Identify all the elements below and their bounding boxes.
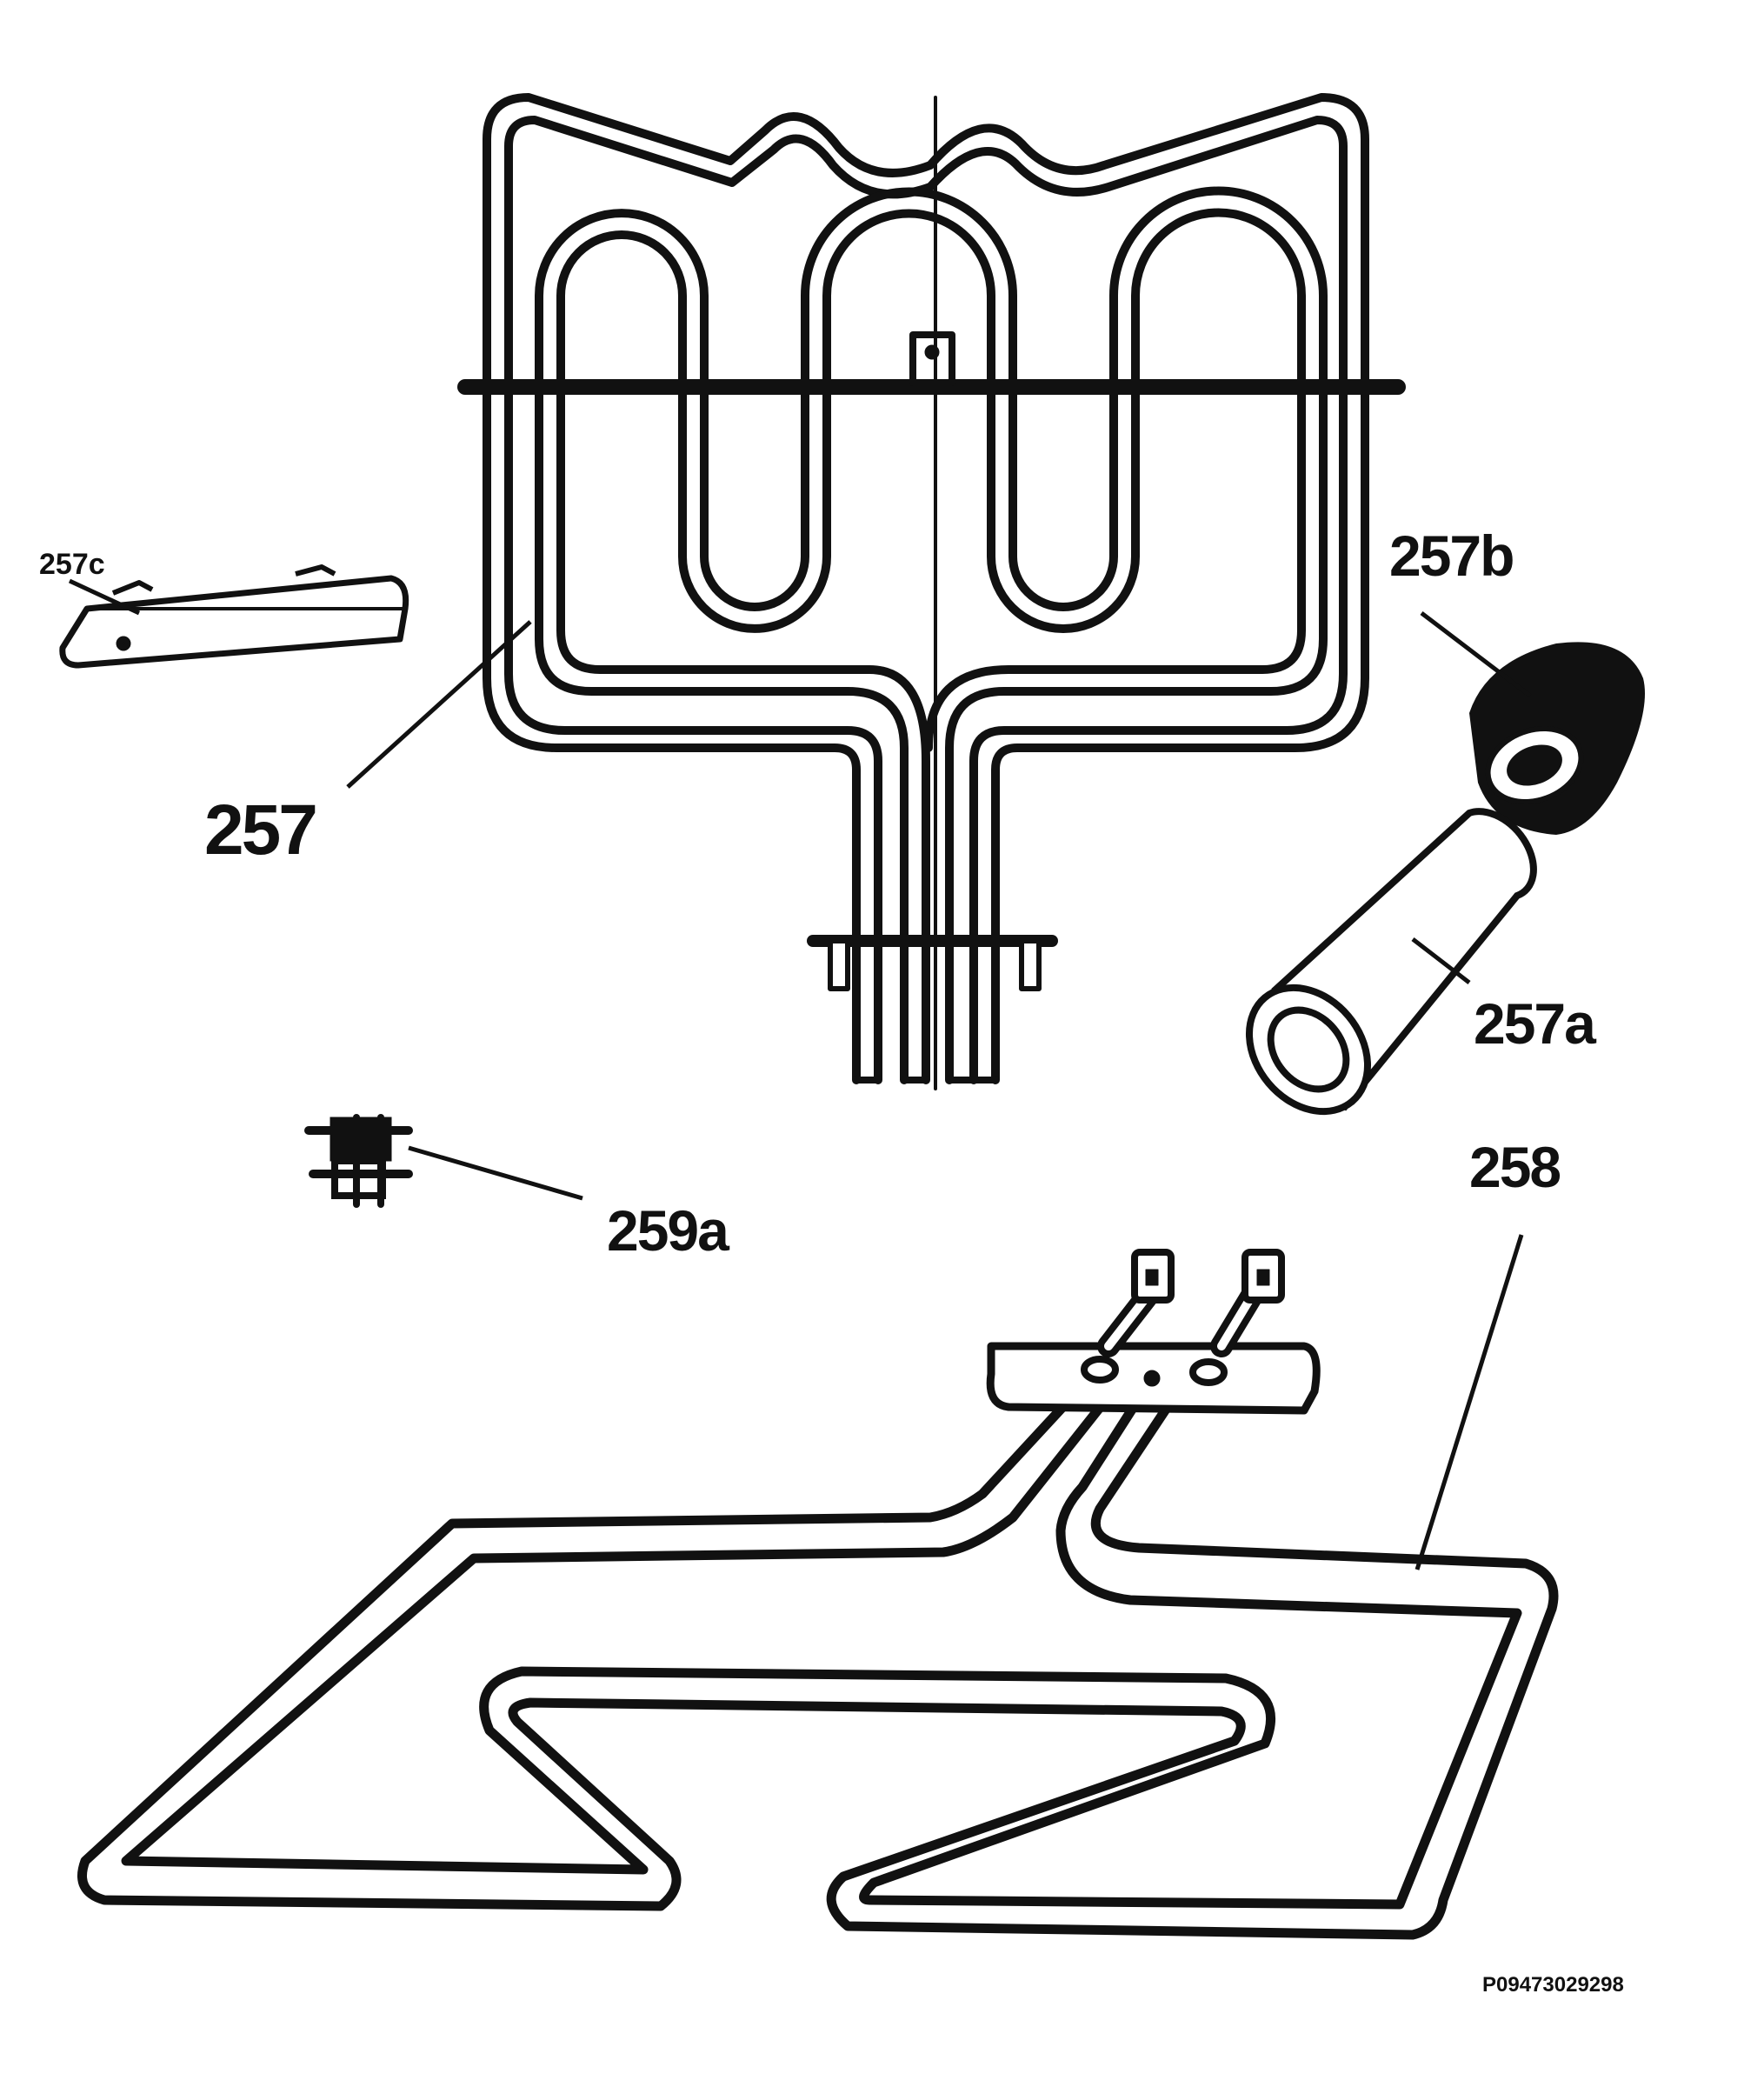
leader-259a [408,1145,583,1201]
bracket-left-tab [828,938,850,991]
leader-257b [1420,611,1532,697]
strip-hole [116,636,131,651]
label-258: 258 [1469,1135,1560,1199]
label-257: 257 [204,790,316,870]
bracket-right-tab [1019,938,1042,991]
trim-strip-257c [59,564,409,669]
outer-loop-outer-line [483,93,1369,1084]
outer-loop-inner-line [504,116,1348,1084]
grill-heating-element-257 [457,93,1406,1090]
grommet-257b [1469,642,1645,835]
serpentine-inner-line [556,208,1306,1084]
strip-clip-right [295,564,336,577]
drawing-code: P09473029298 [1482,1973,1624,1997]
label-259a: 259a [607,1198,730,1263]
leader-257c [68,578,141,616]
leader-257 [346,620,532,789]
strip-clip-left [111,580,154,596]
serpentine-outer-line [535,186,1328,1084]
lower-heating-element-258 [77,1249,1559,1940]
lower-element-outer-line [77,1362,1559,1940]
leader-lines [68,578,1532,1570]
leader-258 [1415,1234,1524,1570]
insulation-sleeve-257a [1245,808,1537,1116]
leader-257a [1411,937,1471,984]
connector-259a [304,1114,413,1208]
lower-element-inner-line [121,1362,1522,1910]
label-257a: 257a [1474,991,1597,1056]
label-257c: 257c [39,548,105,581]
label-257b: 257b [1389,523,1513,588]
